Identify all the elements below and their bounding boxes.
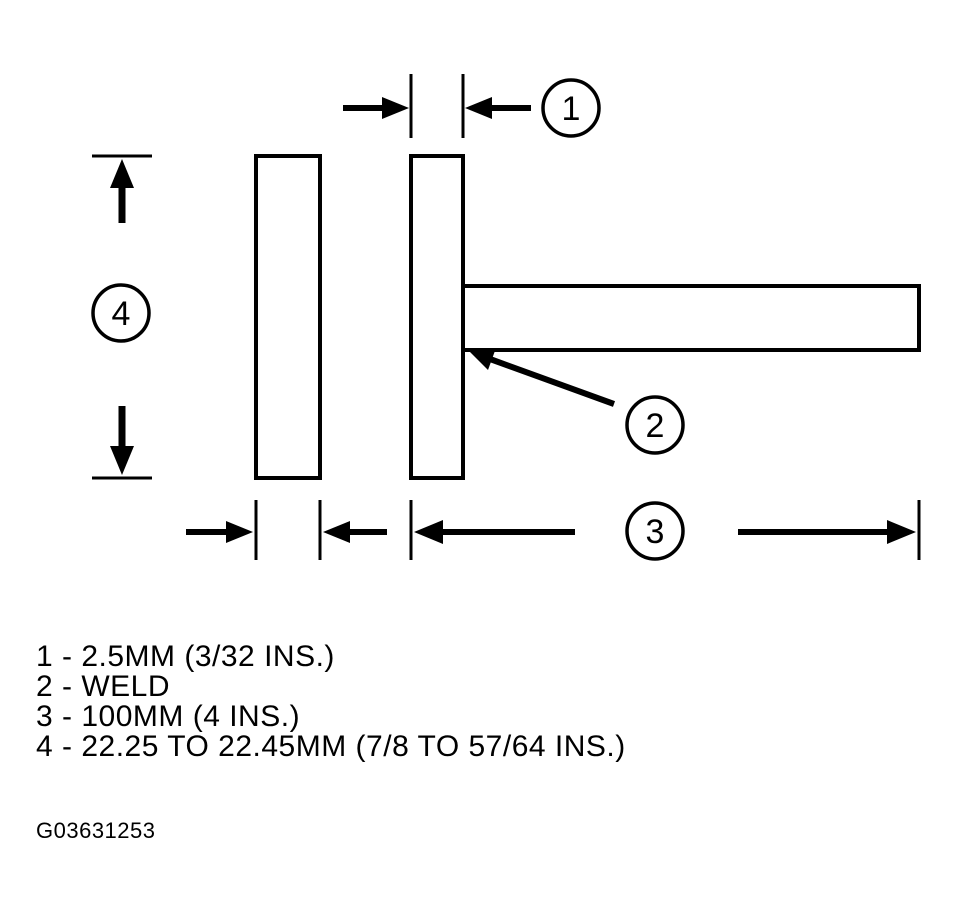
dimension-3 [409,500,921,560]
svg-text:4: 4 [112,295,131,333]
right-plate [409,154,465,480]
weld-assembly-diagram: 1 4 2 3 [91,74,921,561]
svg-text:1: 1 [562,90,581,128]
legend-item-1: 1 - 2.5MM (3/32 INS.) [36,640,335,673]
rod [463,284,921,352]
callout-1: 1 [541,78,601,138]
svg-text:3: 3 [646,513,665,551]
dimension-4 [92,154,152,480]
svg-text:2: 2 [646,407,665,445]
legend-item-2: 2 - WELD [36,670,171,703]
figure-id: G03631253 [36,818,156,843]
legend-item-4: 4 - 22.25 TO 22.45MM (7/8 TO 57/64 INS.) [36,730,626,763]
legend-item-3: 3 - 100MM (4 INS.) [36,700,301,733]
dimension-1 [343,74,531,138]
left-plate [254,154,322,480]
callout-3: 3 [625,501,685,561]
weld-leader [467,348,616,407]
callout-2: 2 [625,395,685,455]
legend-list: 1 - 2.5MM (3/32 INS.) 2 - WELD 3 - 100MM… [36,642,626,762]
dimension-left-plate-thickness [186,500,387,560]
callout-4: 4 [91,283,151,343]
